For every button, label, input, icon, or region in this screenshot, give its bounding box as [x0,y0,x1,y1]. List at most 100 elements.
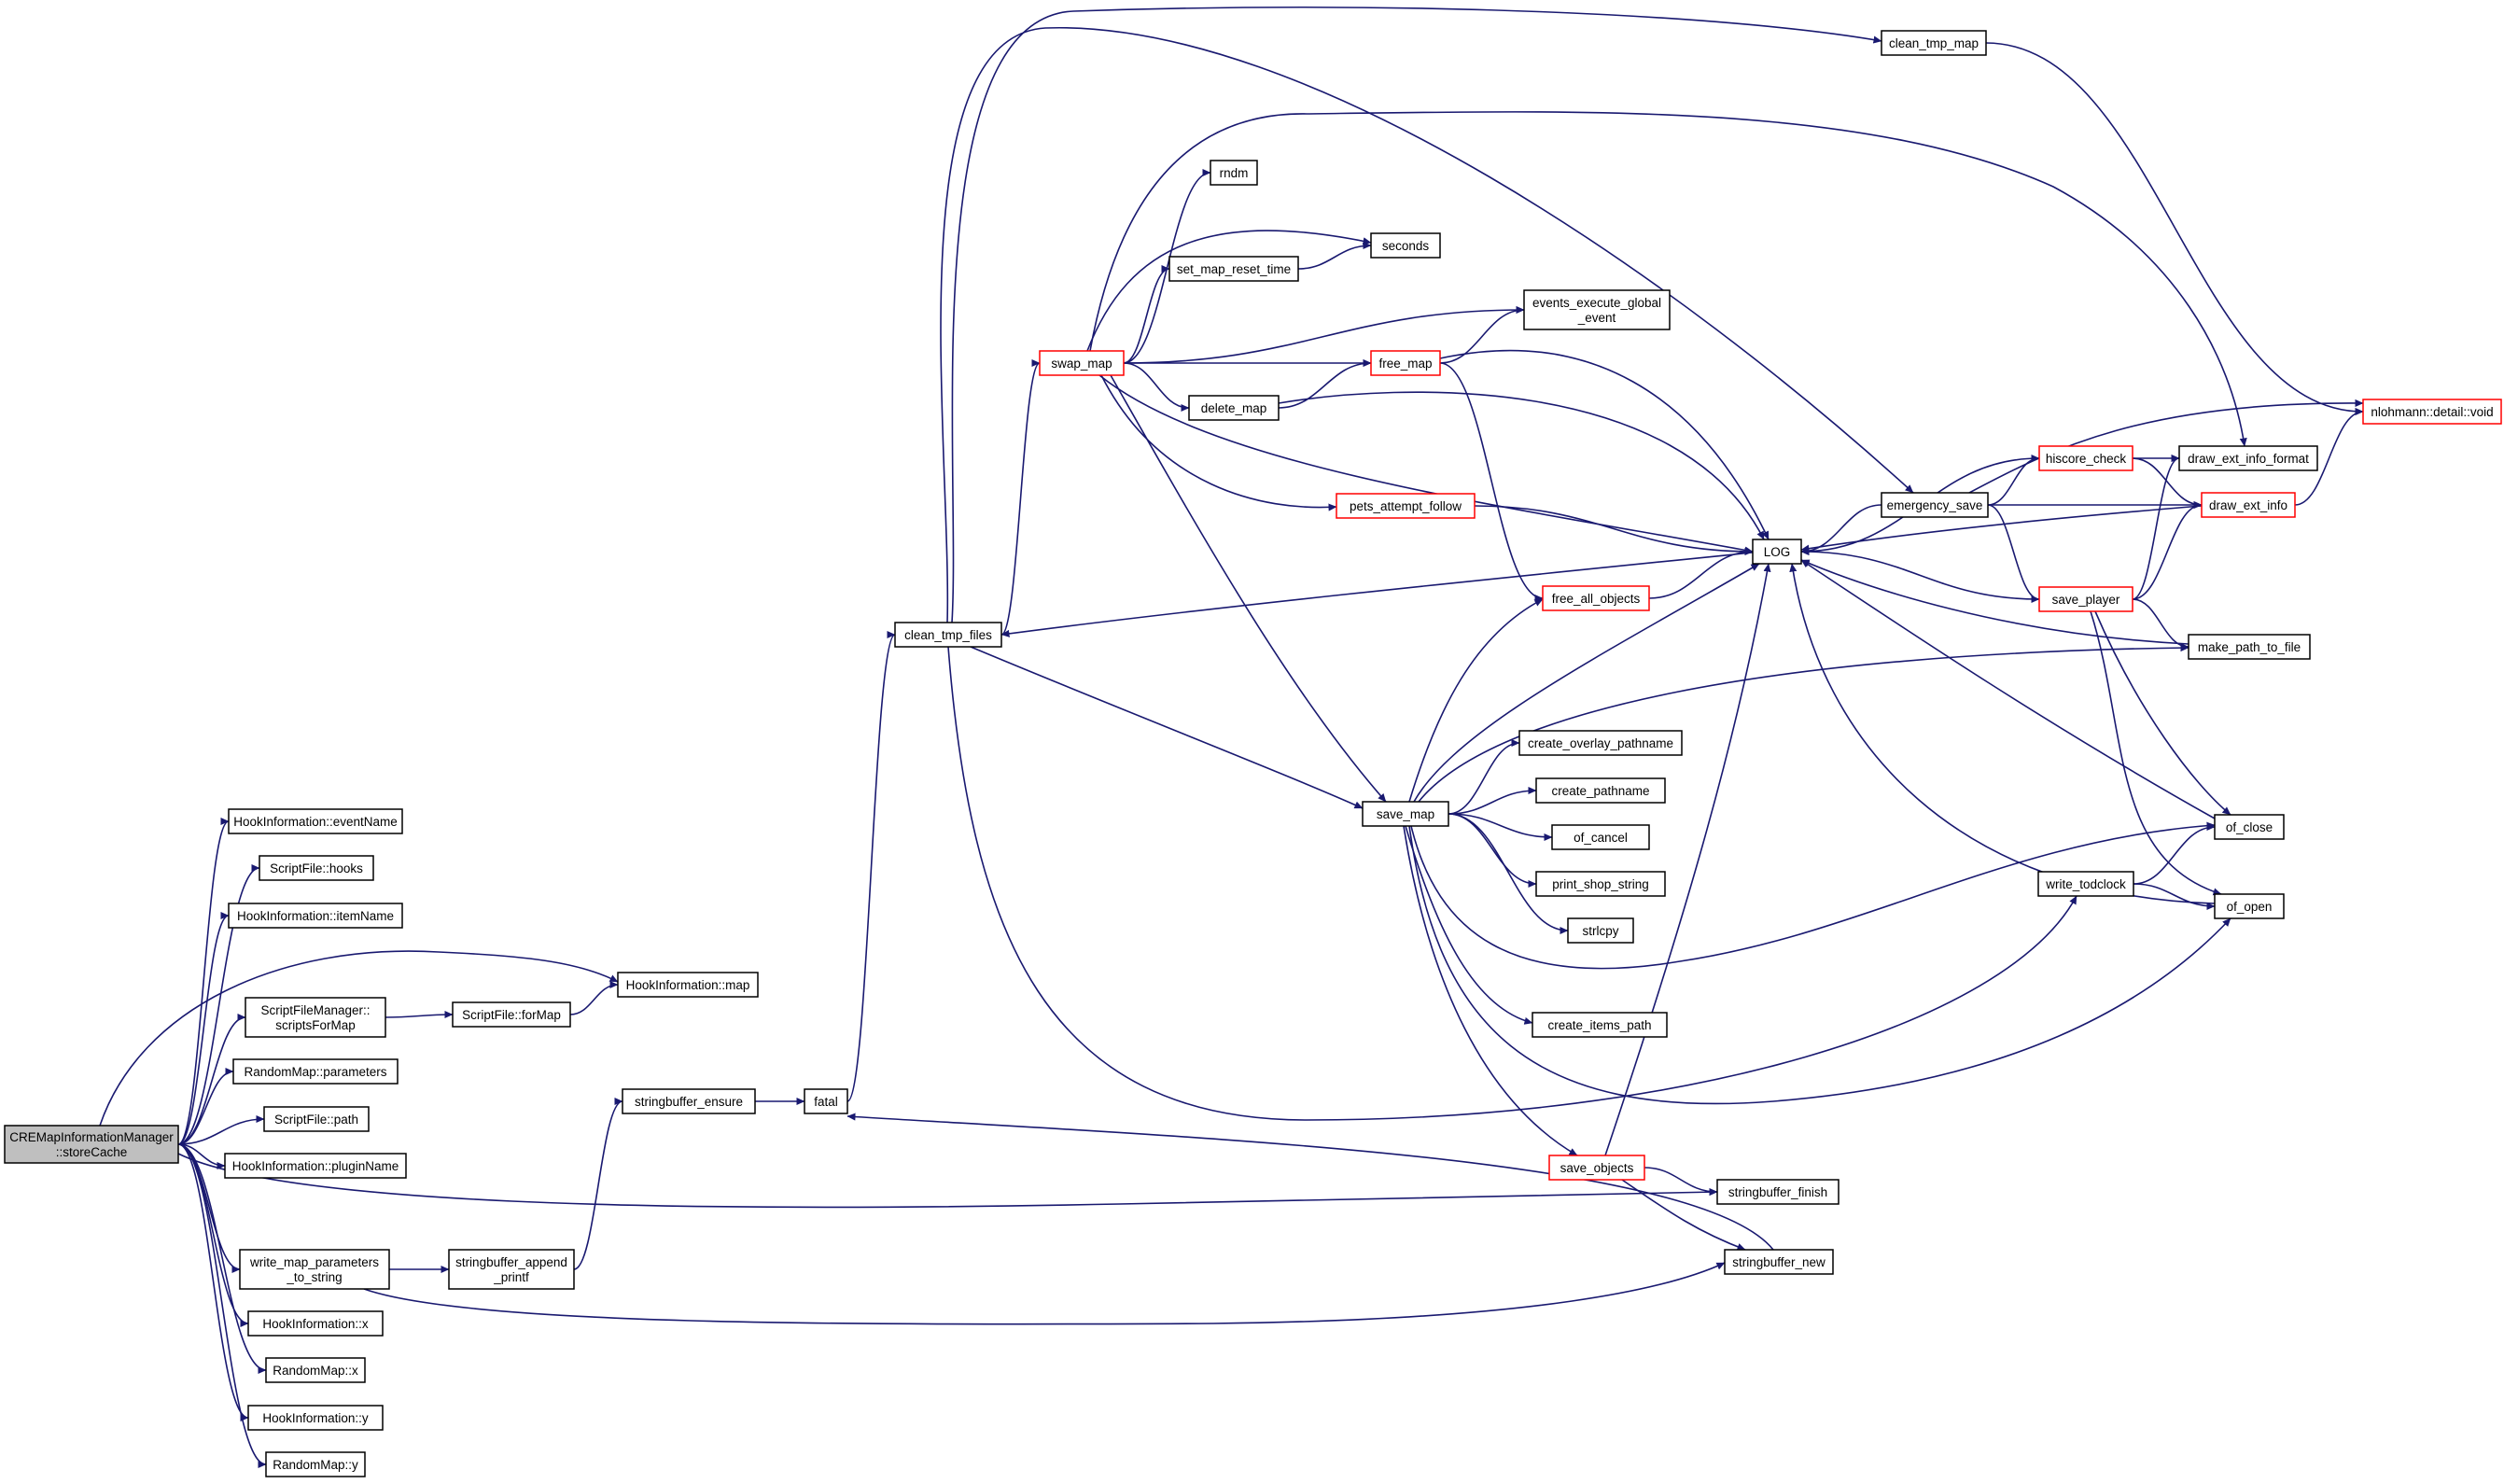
edge-free_map-to-LOG [1439,349,1770,540]
edge-arrow [1800,505,2203,553]
node-free-all-objects[interactable]: free_all_objects [1542,585,1650,611]
edge-arrow [1123,362,1190,413]
edge-arrow [1621,1179,1746,1251]
node-root[interactable]: CREMapInformationManager::storeCache [4,1125,179,1164]
node-clean-tmp-files[interactable]: clean_tmp_files [894,622,1002,648]
node-of-close[interactable]: of_close [2214,814,2285,840]
node-hi-pluginName[interactable]: HookInformation::pluginName [224,1153,407,1179]
edge-save_map-to-of_close [1410,821,2216,970]
edge-stringbuffer_append-to-stringbuffer_ensure [573,1098,623,1270]
node-rm-y[interactable]: RandomMap::y [265,1451,366,1477]
node-of-cancel[interactable]: of_cancel [1551,824,1650,850]
node-sfm-scriptsForMap[interactable]: ScriptFileManager::scriptsForMap [245,997,386,1038]
edge-free_map-to-events_execute_global_event [1439,305,1525,364]
node-label: CREMapInformationManager [9,1130,174,1144]
node-label: HookInformation::itemName [237,909,394,923]
node-write-map-parameters[interactable]: write_map_parameters_to_string [239,1249,390,1290]
node-save-objects[interactable]: save_objects [1548,1155,1645,1181]
node-rm-x[interactable]: RandomMap::x [265,1357,366,1383]
node-box [2037,871,2134,897]
edge-save_objects-to-stringbuffer_new [1621,1179,1746,1251]
node-seconds[interactable]: seconds [1370,232,1441,259]
node-box [1532,1012,1668,1038]
edge-root-to-rm_y [177,1143,267,1468]
node-stringbuffer-finish[interactable]: stringbuffer_finish [1716,1179,1840,1205]
edge-arrow [1789,563,2216,904]
node-draw-ext-info[interactable]: draw_ext_info [2201,492,2296,518]
node-box [622,1088,756,1114]
node-clean-tmp-map[interactable]: clean_tmp_map [1881,30,1987,56]
node-events-execute-global-event[interactable]: events_execute_global_event [1523,289,1671,330]
node-box [1370,232,1441,259]
edge-arrow [1000,359,1041,636]
node-label: rndm [1220,166,1249,180]
edge-arrow [573,1098,623,1270]
edge-free_all_objects-to-LOG [1648,547,1754,599]
edge-arrow [951,7,1882,623]
node-label: _to_string [286,1270,342,1284]
node-hiscore-check[interactable]: hiscore_check [2038,445,2133,471]
node-rm-parameters[interactable]: RandomMap::parameters [232,1058,399,1085]
node-label: ScriptFile::forMap [462,1008,561,1022]
node-box [452,1001,571,1028]
node-write-todclock[interactable]: write_todclock [2037,871,2134,897]
node-save-player[interactable]: save_player [2038,586,2133,612]
node-delete-map[interactable]: delete_map [1188,395,1280,421]
edge-clean_tmp_files-to-clean_tmp_map [951,7,1882,623]
node-stringbuffer-ensure[interactable]: stringbuffer_ensure [622,1088,756,1114]
node-create-overlay-pathname[interactable]: create_overlay_pathname [1518,730,1683,756]
node-set-map-reset-time[interactable]: set_map_reset_time [1168,256,1299,282]
node-sf-forMap[interactable]: ScriptFile::forMap [452,1001,571,1028]
edge-swap_map-to-seconds [1086,230,1372,352]
node-hi-eventName[interactable]: HookInformation::eventName [228,808,403,834]
edge-layer [99,7,2364,1468]
node-pets-attempt-follow[interactable]: pets_attempt_follow [1336,493,1476,519]
node-label: swap_map [1051,357,1112,371]
node-hi-x[interactable]: HookInformation::x [247,1310,384,1337]
node-strlcpy[interactable]: strlcpy [1567,917,1634,944]
edge-arrow [1439,362,1544,603]
node-rndm[interactable]: rndm [1210,160,1258,186]
node-hi-itemName[interactable]: HookInformation::itemName [228,903,403,929]
node-free-map[interactable]: free_map [1370,350,1441,376]
edge-arrow [177,1153,1718,1209]
node-box [232,1058,399,1085]
node-box [1188,395,1280,421]
node-save-map[interactable]: save_map [1362,801,1449,827]
edge-clean_tmp_files-to-swap_map [1000,359,1041,636]
node-stringbuffer-append[interactable]: stringbuffer_append_printf [448,1249,575,1290]
node-fatal[interactable]: fatal [804,1088,848,1114]
node-sf-path[interactable]: ScriptFile::path [263,1106,370,1132]
edge-arrow [1800,559,2189,645]
node-create-pathname[interactable]: create_pathname [1535,777,1666,804]
edge-arrow [940,27,1914,623]
edge-arrow [177,1143,267,1375]
node-nlohmann-void[interactable]: nlohmann::detail::void [2362,399,2502,425]
node-box [617,972,759,998]
edge-root-to-hi_pluginName [177,1143,226,1170]
node-sf-hooks[interactable]: ScriptFile::hooks [259,855,374,881]
node-label: HookInformation::pluginName [232,1159,399,1173]
edge-arrow [569,980,619,1015]
node-swap-map[interactable]: swap_map [1039,350,1125,376]
edge-save_map-to-create_items_path [1405,825,1533,1025]
node-print-shop-string[interactable]: print_shop_string [1535,871,1666,897]
node-stringbuffer-new[interactable]: stringbuffer_new [1724,1249,1834,1275]
edge-arrow [177,912,230,1145]
node-LOG[interactable]: LOG [1752,539,1802,565]
edge-arrow [1410,821,2216,970]
node-emergency-save[interactable]: emergency_save [1881,492,1989,518]
node-make-path-to-file[interactable]: make_path_to_file [2188,634,2311,660]
edge-arrow [177,1143,267,1468]
node-create-items-path[interactable]: create_items_path [1532,1012,1668,1038]
edge-arrow [1123,264,1170,364]
node-label: make_path_to_file [2198,640,2301,654]
node-hi-y[interactable]: HookInformation::y [247,1405,384,1431]
node-of-open[interactable]: of_open [2214,893,2285,919]
edge-swap_map-to-LOG [1098,374,1754,554]
node-hi-map[interactable]: HookInformation::map [617,972,759,998]
edge-arrow [1448,738,1520,815]
node-draw-ext-info-format[interactable]: draw_ext_info_format [2178,445,2318,471]
edge-root-to-rm_parameters [177,1067,234,1145]
